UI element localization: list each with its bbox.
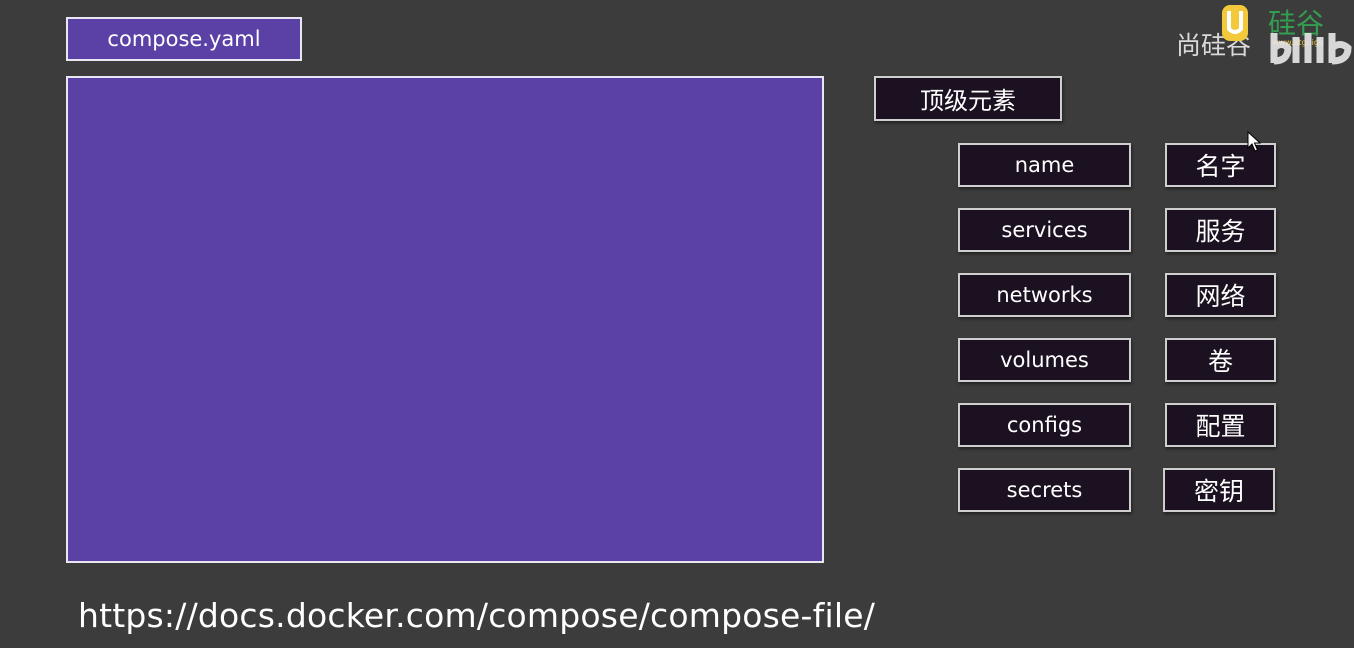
element-key-label: services [1001, 218, 1088, 242]
element-key-label: secrets [1006, 478, 1083, 502]
bilibili-logo-icon: 硅谷 www.atguigu [1222, 3, 1354, 65]
top-level-elements-title: 顶级元素 [874, 76, 1062, 121]
file-tab-label: compose.yaml [107, 27, 261, 51]
element-meaning-label: 密钥 [1193, 477, 1244, 506]
element-meaning-label: 配置 [1195, 412, 1246, 441]
element-key-label: volumes [1000, 348, 1089, 372]
element-meaning-label: 名字 [1195, 152, 1246, 181]
element-meaning-configs[interactable]: 配置 [1165, 403, 1276, 447]
file-tab-compose-yaml[interactable]: compose.yaml [66, 17, 302, 61]
mouse-pointer-icon [1247, 130, 1263, 153]
element-meaning-label: 网络 [1195, 282, 1246, 311]
element-meaning-volumes[interactable]: 卷 [1165, 338, 1276, 382]
element-key-label: networks [996, 283, 1093, 307]
element-key-networks[interactable]: networks [958, 273, 1131, 317]
element-meaning-label: 卷 [1207, 347, 1233, 376]
element-key-services[interactable]: services [958, 208, 1131, 252]
element-key-volumes[interactable]: volumes [958, 338, 1131, 382]
compose-file-editor[interactable] [66, 76, 824, 563]
element-key-name[interactable]: name [958, 143, 1131, 187]
docs-url-link[interactable]: https://docs.docker.com/compose/compose-… [78, 596, 876, 635]
element-meaning-networks[interactable]: 网络 [1165, 273, 1276, 317]
element-key-configs[interactable]: configs [958, 403, 1131, 447]
element-key-label: name [1014, 153, 1075, 177]
element-key-label: configs [1006, 413, 1083, 437]
element-key-secrets[interactable]: secrets [958, 468, 1131, 512]
element-meaning-services[interactable]: 服务 [1165, 208, 1276, 252]
element-meaning-label: 服务 [1195, 217, 1246, 246]
section-title-label: 顶级元素 [920, 87, 1016, 115]
element-meaning-secrets[interactable]: 密钥 [1163, 468, 1275, 512]
